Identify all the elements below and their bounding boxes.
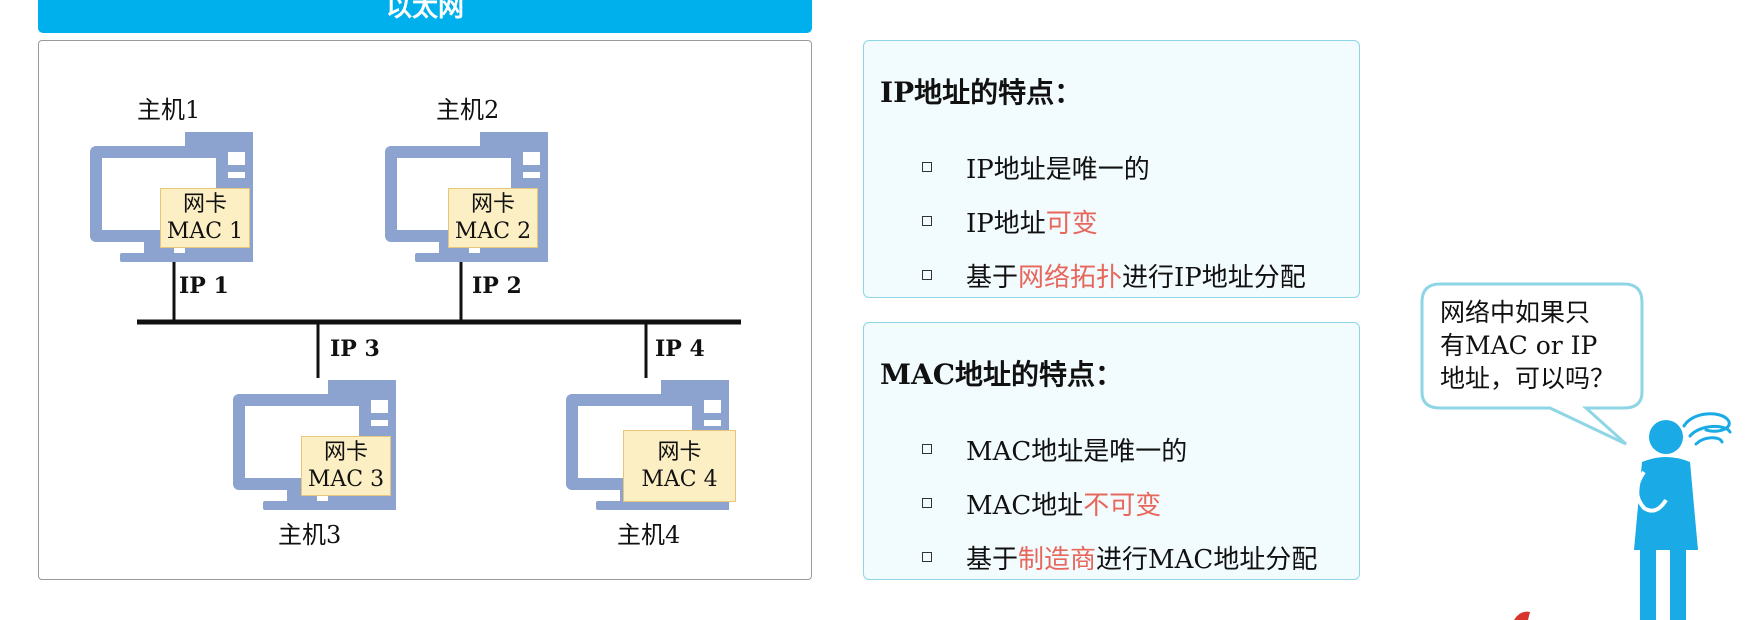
list-item: 基于网络拓扑进行IP地址分配 — [922, 255, 1306, 295]
highlight-text: 网络拓扑 — [1018, 262, 1123, 293]
list-item: MAC地址不可变 — [922, 483, 1161, 523]
mac-label: MAC 1 — [166, 219, 244, 244]
ip-panel-title: IP地址的特点： — [880, 76, 1083, 109]
square-bullet-icon — [922, 216, 932, 226]
nic-label: 网卡 — [657, 440, 702, 465]
ip-label-host1: IP 1 — [179, 273, 229, 299]
host1-label: 主机1 — [137, 96, 201, 124]
list-item: IP地址可变 — [922, 201, 1098, 241]
mac-label: MAC 3 — [307, 467, 385, 492]
square-bullet-icon — [922, 162, 932, 172]
mac-label: MAC 2 — [454, 219, 532, 244]
decorative-mark-icon — [1514, 611, 1530, 620]
ip-label-host4: IP 4 — [655, 336, 705, 362]
highlight-text: 不可变 — [1083, 490, 1162, 521]
list-item: 基于制造商进行MAC地址分配 — [922, 537, 1317, 577]
host2-label: 主机2 — [436, 96, 500, 124]
speech-bubble — [1420, 282, 1644, 446]
mac-panel-title: MAC地址的特点： — [880, 358, 1124, 391]
nic-box-host2: 网卡 MAC 2 — [448, 188, 538, 248]
square-bullet-icon — [922, 498, 932, 508]
ip-features-panel: IP地址的特点： IP地址是唯一的 IP地址可变 基于网络拓扑进行IP地址分配 — [863, 40, 1360, 298]
nic-label: 网卡 — [182, 192, 227, 217]
page-title: 以太网 — [385, 0, 464, 23]
highlight-text: 可变 — [1045, 208, 1098, 239]
host4-label: 主机4 — [617, 521, 681, 549]
speech-bubble-text: 网络中如果只 有MAC or IP 地址，可以吗？ — [1440, 298, 1616, 393]
nic-box-host4: 网卡 MAC 4 — [623, 430, 736, 502]
page-title-bar: 以太网 — [38, 0, 812, 33]
thinking-person-icon — [1634, 412, 1732, 620]
square-bullet-icon — [922, 270, 932, 280]
nic-label: 网卡 — [323, 440, 368, 465]
square-bullet-icon — [922, 552, 932, 562]
ip-label-host2: IP 2 — [472, 273, 522, 299]
host3-label: 主机3 — [278, 521, 342, 549]
nic-label: 网卡 — [470, 192, 515, 217]
list-item: MAC地址是唯一的 — [922, 429, 1187, 469]
square-bullet-icon — [922, 444, 932, 454]
nic-box-host1: 网卡 MAC 1 — [160, 188, 250, 248]
nic-box-host3: 网卡 MAC 3 — [301, 436, 391, 496]
mac-label: MAC 4 — [641, 467, 718, 492]
mac-features-panel: MAC地址的特点： MAC地址是唯一的 MAC地址不可变 基于制造商进行MAC地… — [863, 322, 1360, 580]
list-item: IP地址是唯一的 — [922, 147, 1150, 187]
ip-label-host3: IP 3 — [330, 336, 380, 362]
highlight-text: 制造商 — [1018, 544, 1097, 575]
